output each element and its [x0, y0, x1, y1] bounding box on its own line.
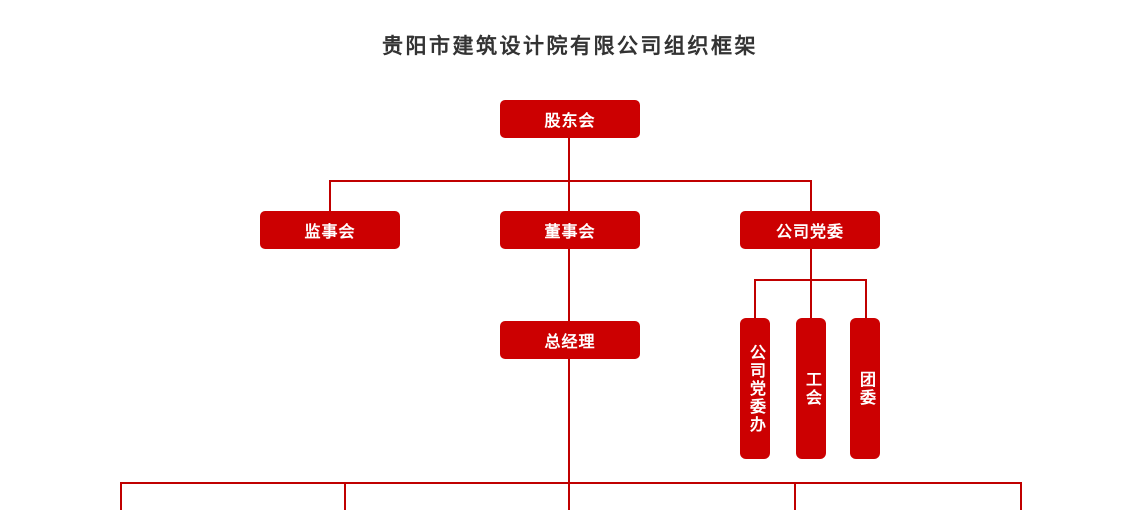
connector-line: [810, 180, 812, 211]
connector-line: [329, 180, 812, 182]
page-title: 贵阳市建筑设计院有限公司组织框架: [382, 35, 758, 58]
connector-line: [568, 358, 570, 484]
connector-line: [810, 279, 812, 318]
node-shareholders-meeting: 股东会: [500, 100, 640, 138]
connector-line: [1020, 482, 1022, 510]
connector-line: [568, 482, 570, 510]
node-party-committee: 公司党委: [740, 211, 880, 249]
node-party-committee-office: 公司党委办: [740, 318, 770, 459]
node-board-of-directors: 董事会: [500, 211, 640, 249]
node-board-of-supervisors: 监事会: [260, 211, 400, 249]
connector-line: [810, 249, 812, 280]
node-youth-league: 团委: [850, 318, 880, 459]
connector-line: [120, 482, 1022, 484]
connector-line: [120, 482, 122, 510]
connector-line: [329, 180, 331, 211]
connector-line: [754, 279, 756, 318]
connector-line: [794, 482, 796, 510]
connector-line: [568, 138, 570, 182]
connector-line: [865, 279, 867, 318]
connector-line: [568, 249, 570, 321]
node-general-manager: 总经理: [500, 321, 640, 359]
connector-line: [344, 482, 346, 510]
node-labor-union: 工会: [796, 318, 826, 459]
connector-line: [568, 180, 570, 211]
